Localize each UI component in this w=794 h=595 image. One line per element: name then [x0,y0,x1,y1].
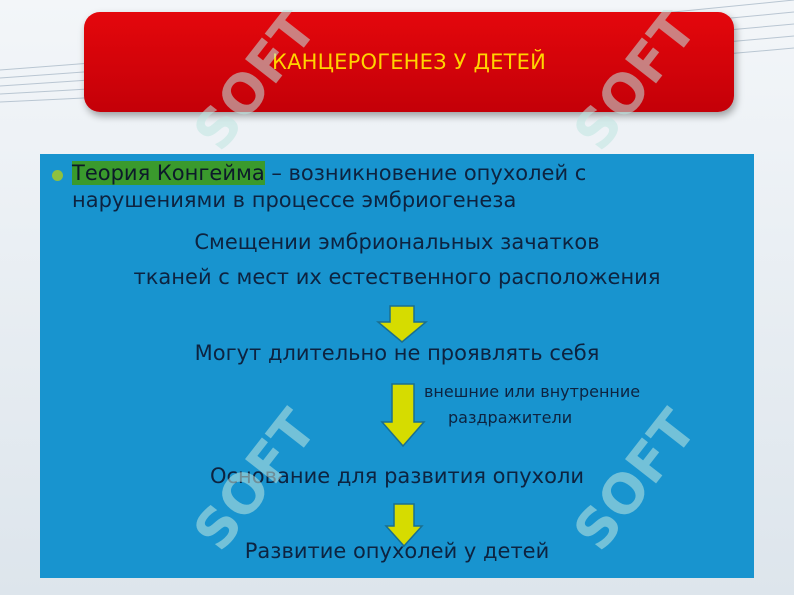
watermark-logo: SOFT [181,400,328,562]
watermark-logo: SOFT [181,10,328,160]
title-banner: КАНЦЕРОГЕНЕЗ У ДЕТЕЙ [84,12,734,112]
down-arrow-icon [376,305,428,343]
flow-line-1: Смещении эмбриональных зачатков [194,230,600,254]
flow-line-3: Могут длительно не проявлять себя [194,341,600,365]
theory-paragraph: Теория Конгейма – возникновение опухолей… [72,160,742,214]
theory-definition: – возникновение опухолей с нарушениями в… [72,161,587,212]
bullet-icon [52,170,63,181]
flow-line-4: Основание для развития опухоли [209,464,585,488]
svg-text:SOFT: SOFT [561,400,708,562]
svg-text:SOFT: SOFT [561,10,708,160]
slide-title: КАНЦЕРОГЕНЕЗ У ДЕТЕЙ [271,50,547,74]
svg-text:SOFT: SOFT [181,400,328,562]
down-arrow-icon [384,503,424,548]
flow-line-2: тканей с мест их естественного расположе… [133,265,661,289]
note-line-2: раздражители [448,408,573,427]
watermark-logo: SOFT [561,10,708,160]
watermark-logo: SOFT [561,400,708,562]
flow-line-5: Развитие опухолей у детей [244,539,550,563]
svg-text:SOFT: SOFT [181,10,328,160]
note-line-1: внешние или внутренние [424,382,641,401]
down-arrow-icon [380,383,426,448]
content-panel: Теория Конгейма – возникновение опухолей… [40,154,754,578]
theory-term: Теория Конгейма [72,161,265,185]
